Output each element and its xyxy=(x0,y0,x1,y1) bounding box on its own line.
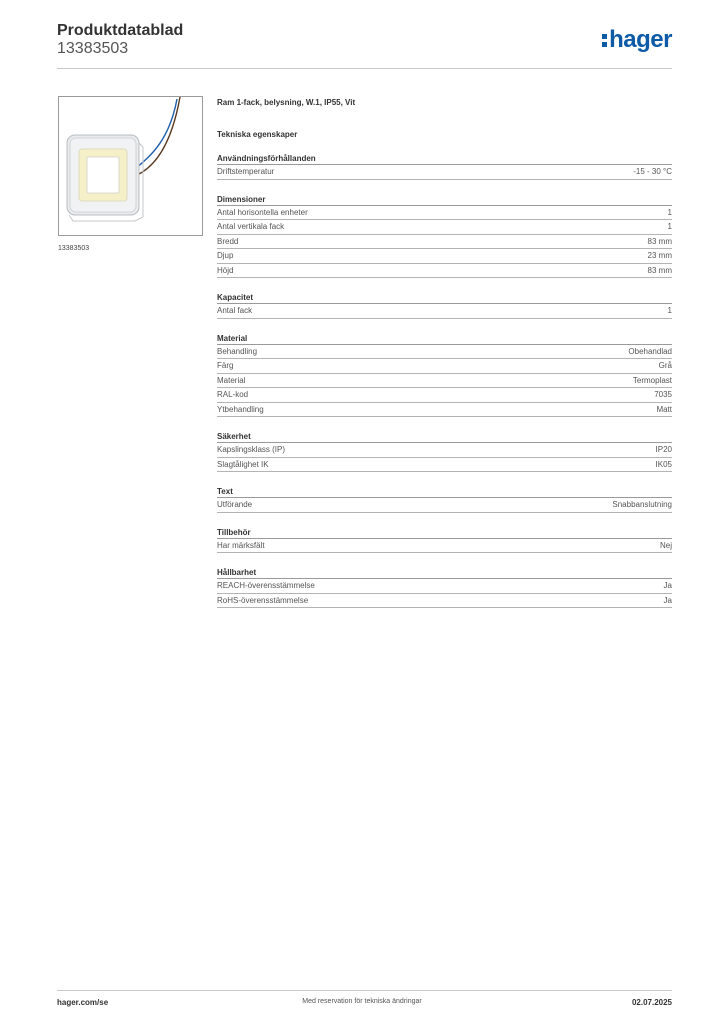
property-label: RAL-kod xyxy=(217,390,249,399)
property-row: Har märksfält Nej xyxy=(217,539,672,553)
property-value: Grå xyxy=(658,361,672,370)
header-divider xyxy=(57,68,672,69)
property-row: RoHS-överensstämmelse Ja xyxy=(217,594,672,608)
logo-text: hager xyxy=(609,26,672,53)
property-row: REACH-överensstämmelse Ja xyxy=(217,579,672,594)
property-label: Antal horisontella enheter xyxy=(217,207,308,217)
property-label: Antal vertikala fack xyxy=(217,222,285,231)
section-title: Användningsförhållanden xyxy=(217,153,672,165)
property-label: Kapslingsklass (IP) xyxy=(217,445,286,454)
property-label: RoHS-överensstämmelse xyxy=(217,595,309,605)
property-row: Ytbehandling Matt xyxy=(217,403,672,417)
property-value: Ja xyxy=(663,595,672,605)
property-row: Driftstemperatur -15 - 30 °C xyxy=(217,165,672,180)
frame-product-icon xyxy=(66,96,181,222)
section-title: Tillbehör xyxy=(217,527,672,539)
image-caption: 13383503 xyxy=(58,245,90,252)
document-title: Produktdatablad xyxy=(57,22,184,39)
property-label: REACH-överensstämmelse xyxy=(217,581,315,590)
property-label: Behandling xyxy=(217,346,258,356)
property-value: 23 mm xyxy=(647,251,672,260)
property-value: Ja xyxy=(663,581,672,590)
property-value: 83 mm xyxy=(647,236,672,246)
property-value: 7035 xyxy=(654,390,672,399)
property-row: Behandling Obehandlad xyxy=(217,345,672,359)
property-row: Antal horisontella enheter 1 xyxy=(217,206,672,220)
footer-note: Med reservation för tekniska ändringar xyxy=(302,998,422,1005)
footer-date: 02.07.2025 xyxy=(631,998,672,1007)
property-value: 1 xyxy=(667,222,672,231)
property-label: Ytbehandling xyxy=(217,404,264,414)
property-value: Snabbanslutning xyxy=(612,500,672,509)
product-image xyxy=(58,96,203,236)
header: Produktdatablad 13383503 xyxy=(57,22,183,58)
property-value: 1 xyxy=(667,207,672,217)
property-label: Utförande xyxy=(217,500,253,509)
footer-website-link[interactable]: hager.com/se xyxy=(57,998,109,1007)
property-label: Antal fack xyxy=(217,306,253,315)
property-value: Termoplast xyxy=(632,375,672,385)
section-title: Text xyxy=(217,486,672,498)
property-value: IK05 xyxy=(655,459,672,469)
property-value: IP20 xyxy=(655,445,672,454)
property-row: Kapslingsklass (IP) IP20 xyxy=(217,443,672,458)
properties-title: Tekniska egenskaper xyxy=(217,130,298,139)
hager-logo[interactable]: hager xyxy=(602,28,672,52)
product-name: Ram 1-fack, belysning, W.1, IP55, Vit xyxy=(217,98,356,107)
property-label: Har märksfält xyxy=(217,540,265,550)
section-title: Säkerhet xyxy=(217,431,672,443)
property-value: 1 xyxy=(667,306,672,315)
section-title: Dimensioner xyxy=(217,194,672,206)
section-title: Material xyxy=(217,333,672,345)
property-row: Slagtålighet IK IK05 xyxy=(217,458,672,472)
property-value: Nej xyxy=(659,540,672,550)
property-row: Djup 23 mm xyxy=(217,249,672,264)
footer-divider xyxy=(57,990,672,991)
property-row: Höjd 83 mm xyxy=(217,264,672,278)
property-value: Obehandlad xyxy=(628,346,672,356)
product-number: 13383503 xyxy=(57,40,129,57)
property-value: Matt xyxy=(656,404,672,414)
section-title: Hållbarhet xyxy=(217,567,672,579)
property-row: Färg Grå xyxy=(217,359,672,374)
property-value: -15 - 30 °C xyxy=(633,167,672,176)
property-label: Höjd xyxy=(217,265,234,275)
property-value: 83 mm xyxy=(647,265,672,275)
logo-colon-icon xyxy=(602,34,608,50)
property-label: Djup xyxy=(217,251,234,260)
property-label: Färg xyxy=(217,361,234,370)
property-label: Material xyxy=(217,375,246,385)
section-title: Kapacitet xyxy=(217,292,672,304)
property-label: Bredd xyxy=(217,236,239,246)
property-row: RAL-kod 7035 xyxy=(217,388,672,403)
property-row: Material Termoplast xyxy=(217,374,672,388)
property-label: Slagtålighet IK xyxy=(217,459,269,469)
product-details: Ram 1-fack, belysning, W.1, IP55, Vit Te… xyxy=(217,97,672,608)
property-row: Bredd 83 mm xyxy=(217,235,672,249)
property-row: Utförande Snabbanslutning xyxy=(217,498,672,513)
property-row: Antal vertikala fack 1 xyxy=(217,220,672,235)
property-label: Driftstemperatur xyxy=(217,167,275,176)
property-row: Antal fack 1 xyxy=(217,304,672,319)
